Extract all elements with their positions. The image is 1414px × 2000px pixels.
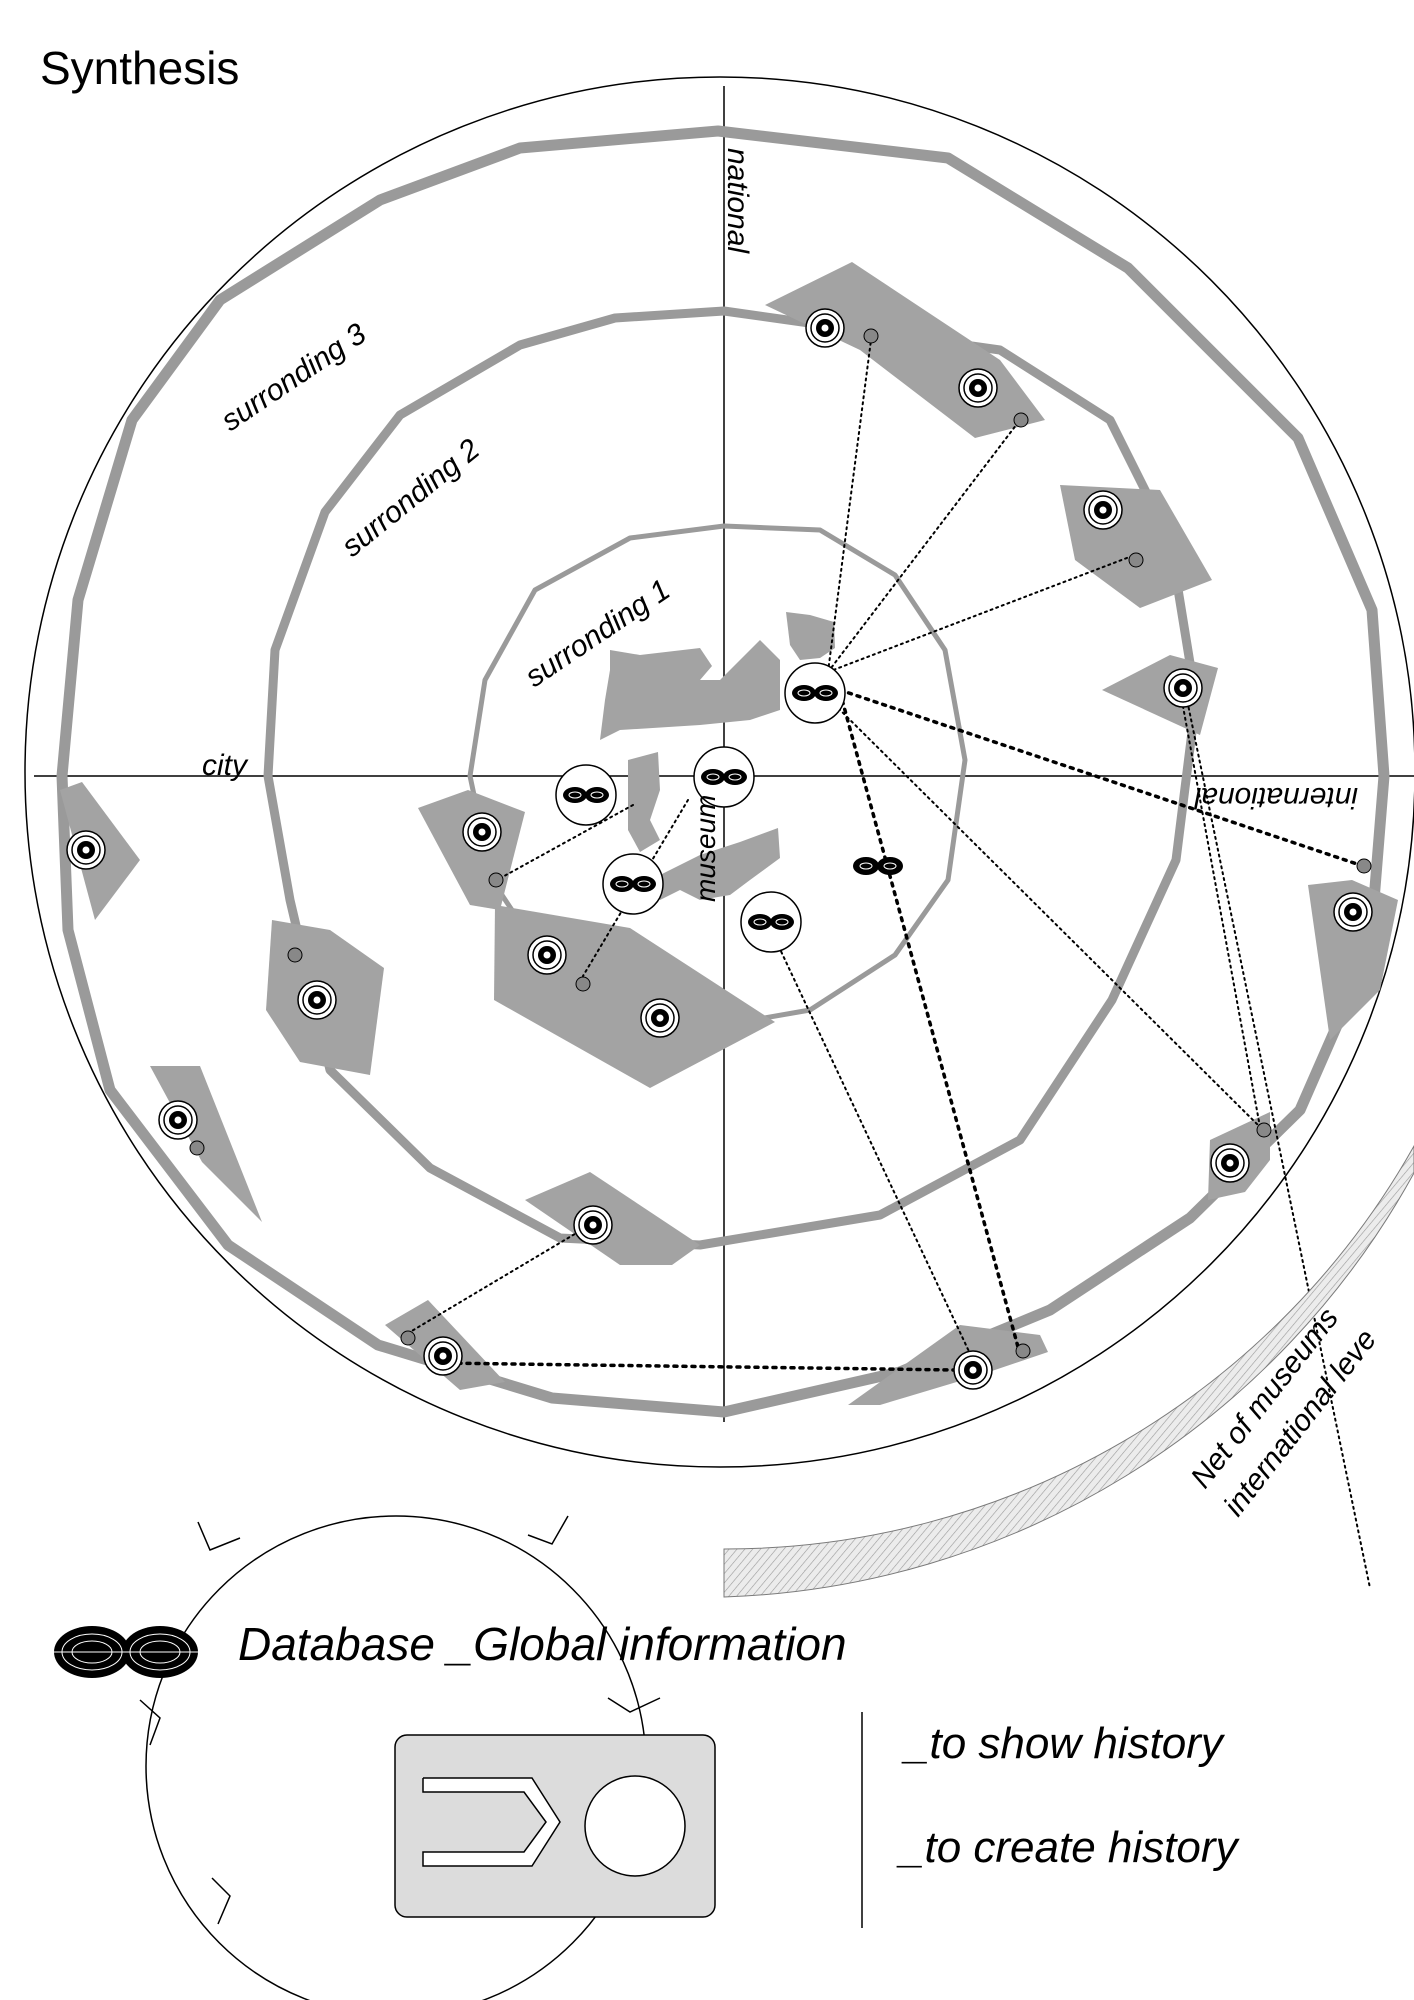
museum-node [66,830,106,870]
museum-node [297,980,337,1020]
database-node [740,891,802,953]
database-legend-icon [54,1626,198,1678]
building-block-3 [628,752,660,852]
axis-label-international: international [1193,781,1358,814]
museum-node [462,812,502,852]
building-block-1 [600,640,780,740]
card-slot-shape [422,1777,561,1867]
database-node [784,662,846,724]
zone-bottom-center [525,1172,700,1265]
card-round-button [584,1775,686,1877]
history-terminal-card [394,1734,716,1918]
legend-create-history: _to create history [896,1823,1240,1872]
museum-node [158,1100,198,1140]
zone-museum-small [418,790,525,910]
zone-museum-large [494,905,775,1088]
museum-node [1210,1143,1250,1183]
museum-node [640,998,680,1038]
zone-right-1 [1060,485,1212,608]
museum-node [423,1336,463,1376]
zone-left-low [150,1066,262,1222]
axis-label-national: national [721,148,754,254]
museum-node [1163,668,1203,708]
legend-show-history: _to show history [901,1719,1226,1768]
museum-node [573,1205,613,1245]
database-node [555,764,617,826]
ring-label-surrounding-3: surronding 3 [215,317,372,438]
zone-bottom-right [848,1325,1048,1405]
database-node-free [852,856,904,876]
museum-node [1083,490,1123,530]
museum-node [953,1350,993,1390]
outer-boundary-circle [24,76,1414,1468]
page-title: Synthesis [40,42,239,94]
building-block-2 [786,612,835,660]
legend-database: Database _Global information [238,1618,847,1670]
ring-surrounding-2 [263,306,1201,1250]
museum-network-arc [723,1144,1414,1598]
gray-zones [60,262,1398,1405]
axis-label-museum: museum [690,795,721,902]
building-block-4 [650,828,780,900]
database-node [602,853,664,915]
museum-node [958,368,998,408]
ring-surrounding-3 [56,125,1390,1418]
ring-label-surrounding-2: surronding 2 [336,433,487,564]
museum-node [527,935,567,975]
zone-right-3 [1308,880,1398,1040]
connection-dots [189,328,1372,1359]
museum-node [805,308,845,348]
museum-node [1333,892,1373,932]
axis-label-city: city [202,749,249,782]
